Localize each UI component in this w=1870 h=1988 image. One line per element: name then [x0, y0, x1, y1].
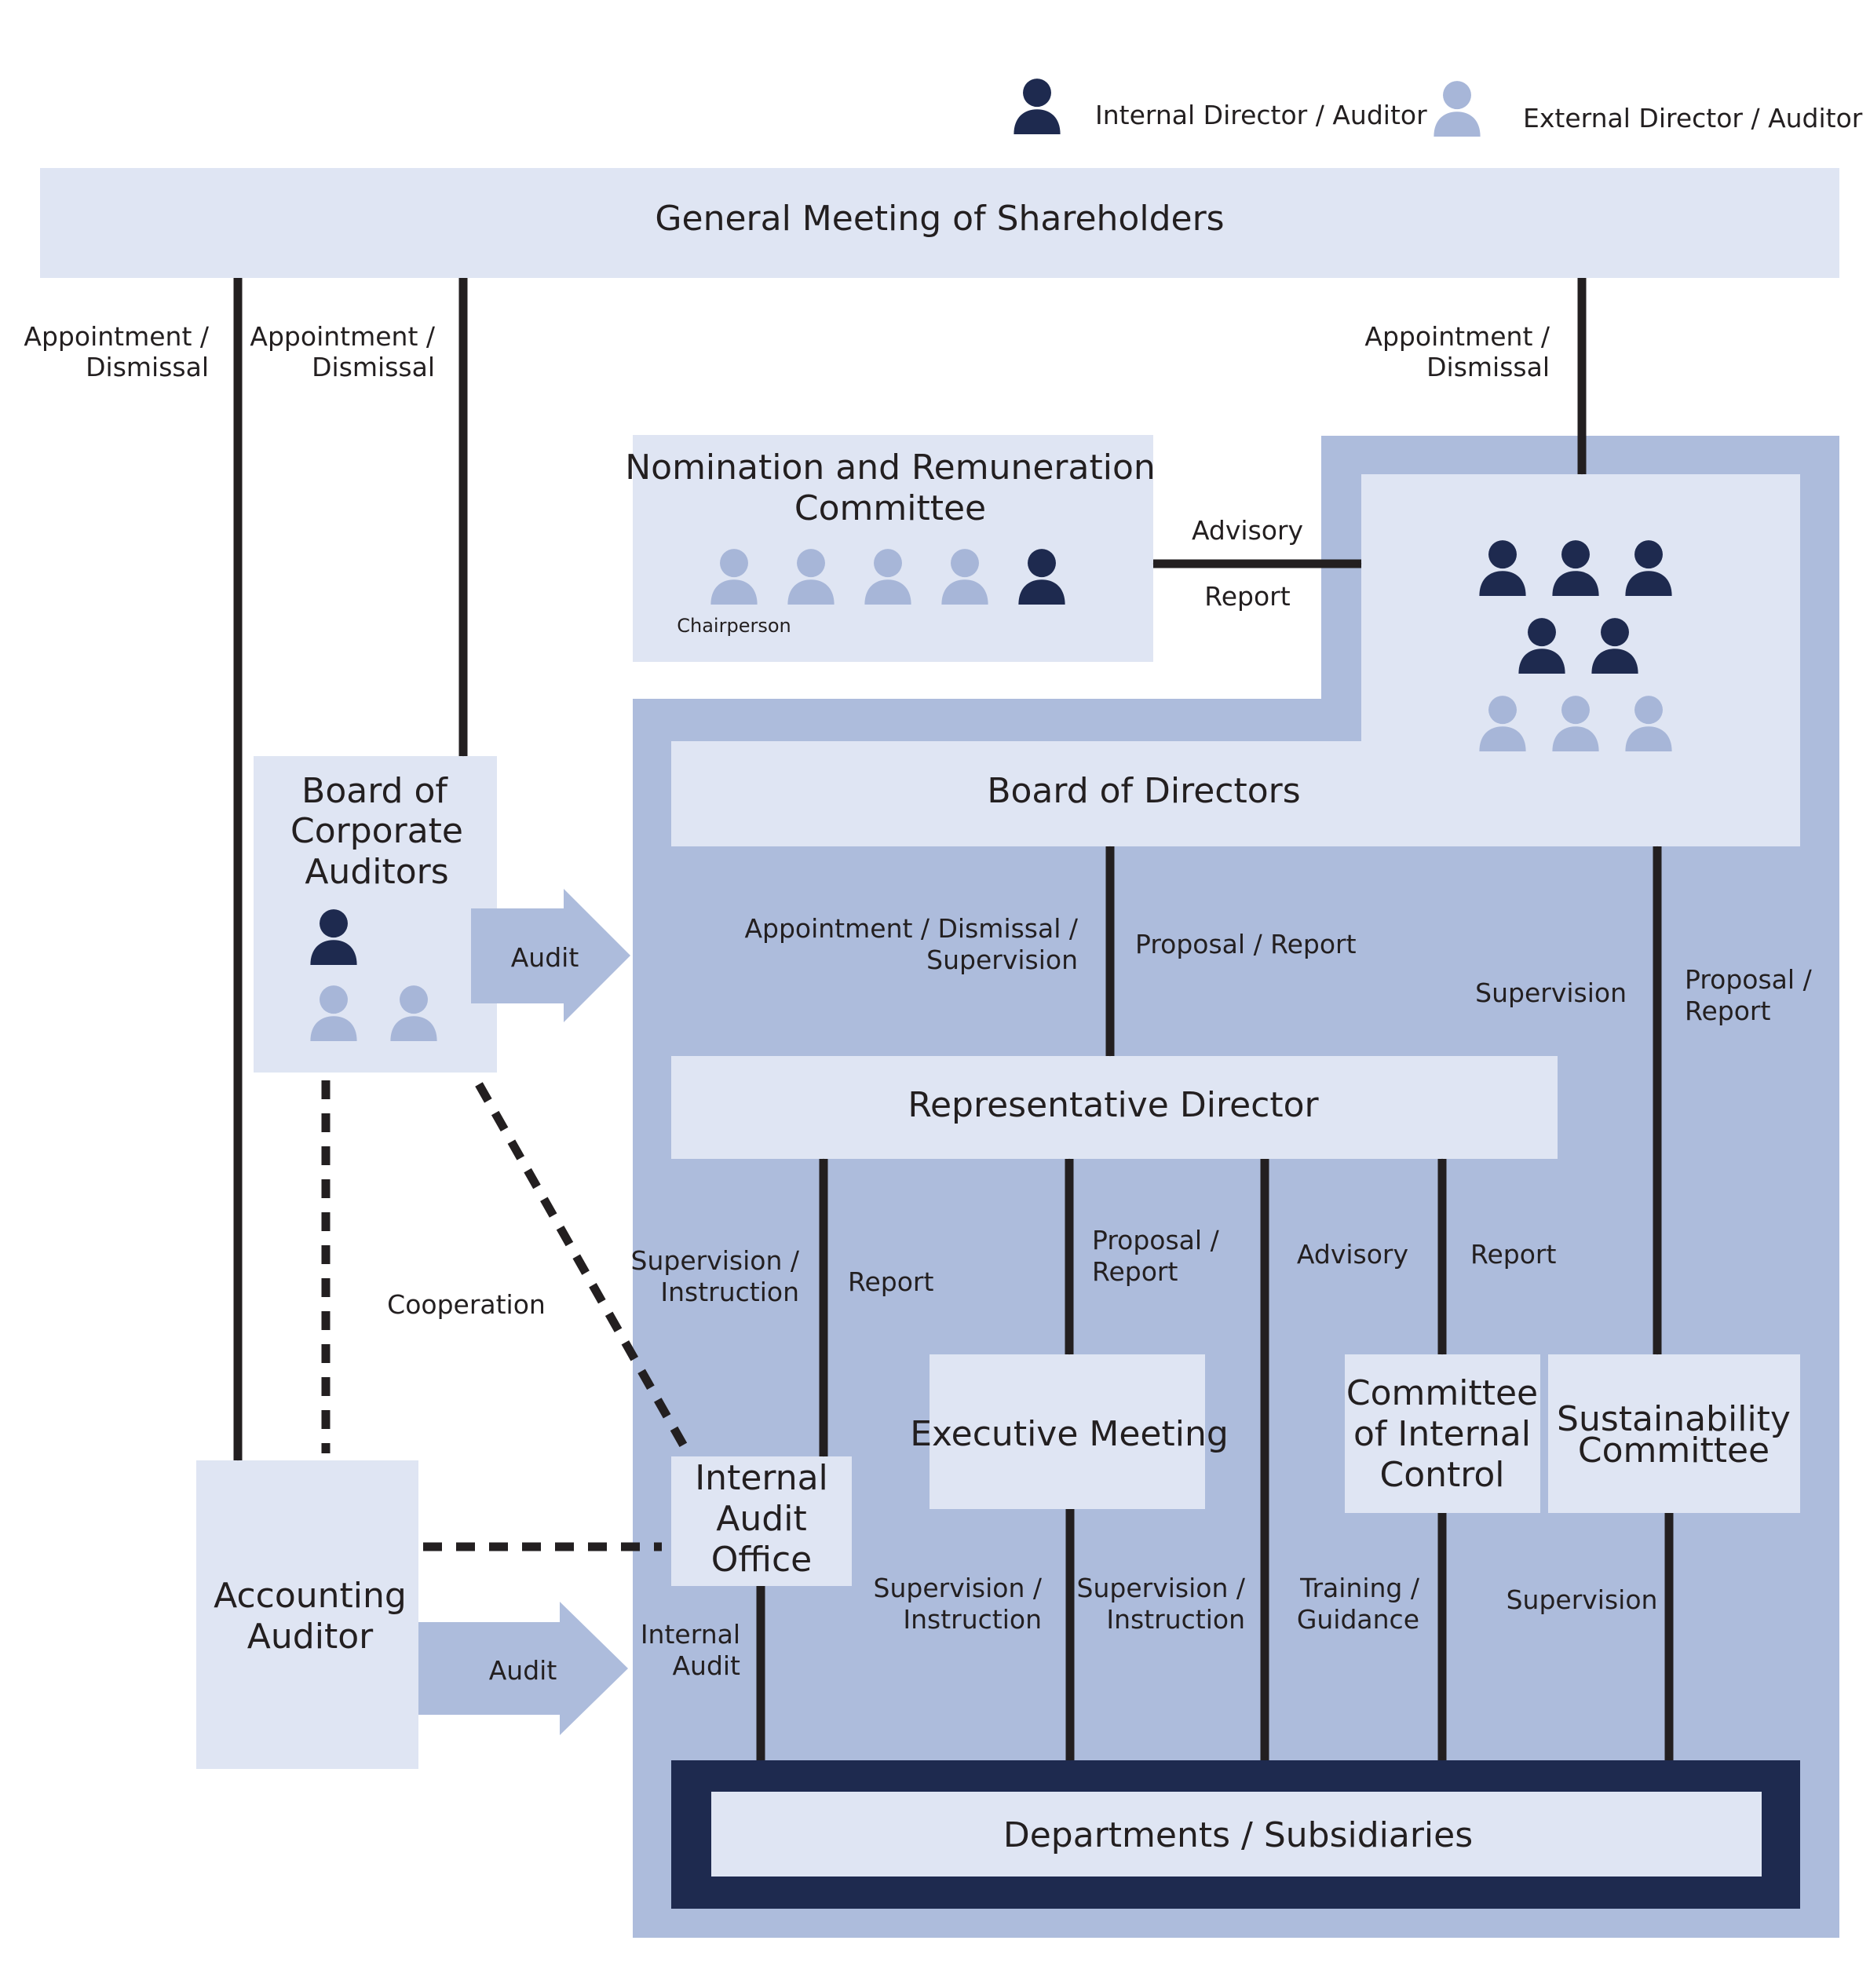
sustainability-line2: Committee: [1578, 1431, 1770, 1471]
label-report-top: Report: [1204, 581, 1290, 612]
cooperation-lines: [321, 1080, 689, 1551]
label-training-l2: Guidance: [1297, 1604, 1419, 1635]
audit-label-top: Audit: [511, 942, 579, 973]
chairperson-label: Chairperson: [677, 615, 791, 637]
internal-audit-office-line1: Internal: [695, 1458, 828, 1498]
shareholders-box: [40, 168, 1839, 278]
label-ic-left: Advisory: [1297, 1239, 1408, 1270]
label-exec-right-l1: Proposal /: [1092, 1225, 1220, 1255]
internal-control-line3: Control: [1379, 1455, 1504, 1495]
label-bod-rd-right: Proposal / Report: [1135, 929, 1357, 959]
executive-meeting-title: Executive Meeting: [910, 1414, 1229, 1454]
representative-director-title: Representative Director: [908, 1085, 1319, 1125]
board-of-auditors-line3: Auditors: [305, 852, 448, 892]
label-sus-down: Supervision: [1507, 1584, 1658, 1615]
label-iao-left-l1: Supervision /: [631, 1245, 800, 1276]
legend-external-label: External Director / Auditor: [1523, 103, 1863, 133]
nomination-title-line1: Nomination and Remuneration: [625, 448, 1156, 488]
board-of-directors-title: Board of Directors: [987, 771, 1300, 811]
legend-internal-label: Internal Director / Auditor: [1095, 100, 1427, 130]
label-internal-audit-l1: Internal: [641, 1619, 740, 1650]
board-of-directors-box: [671, 474, 1800, 846]
label-sus-right-l1: Proposal /: [1685, 964, 1813, 995]
representative-director-box: [671, 1056, 1558, 1159]
label-appt3-l2: Dismissal: [1426, 352, 1550, 382]
board-of-auditors-box: [254, 756, 497, 1073]
internal-audit-office-box: [671, 1456, 852, 1586]
sustainability-box: [1548, 1354, 1800, 1513]
sustainability-line1: Sustainability: [1557, 1399, 1791, 1439]
departments-box: [711, 1792, 1762, 1877]
nomination-committee-box: [633, 435, 1153, 662]
audit-arrow-top: [471, 889, 630, 1022]
internal-audit-office-line3: Office: [711, 1540, 812, 1580]
label-bod-rd-left-l1: Appointment / Dismissal /: [744, 913, 1078, 944]
label-ic-right: Report: [1470, 1239, 1556, 1270]
board-of-auditors-line1: Board of: [301, 771, 448, 811]
label-appt2-l2: Dismissal: [312, 352, 435, 382]
accounting-auditor-box: [196, 1460, 418, 1769]
audit-label-bottom: Audit: [489, 1655, 557, 1686]
label-appt1-l1: Appointment /: [24, 321, 209, 352]
label-bod-rd-left-l2: Supervision: [926, 945, 1078, 975]
label-appt3-l1: Appointment /: [1364, 321, 1550, 352]
label-training-l1: Training /: [1299, 1573, 1420, 1603]
nomination-title-line2: Committee: [794, 488, 986, 528]
label-appt2-l1: Appointment /: [250, 321, 435, 352]
accounting-auditor-line2: Auditor: [247, 1617, 374, 1657]
label-appt1-l2: Dismissal: [86, 352, 209, 382]
internal-control-box: [1345, 1354, 1540, 1513]
label-exec-down-left-l2: Instruction: [903, 1604, 1042, 1635]
external-person-icon: [1434, 81, 1481, 137]
dashed-line-auditors-iao: [475, 1082, 689, 1451]
label-exec-down-left-l1: Supervision /: [874, 1573, 1043, 1603]
label-exec-down-right-l1: Supervision /: [1077, 1573, 1246, 1603]
label-sus-left: Supervision: [1475, 978, 1627, 1008]
internal-control-line2: of Internal: [1353, 1414, 1531, 1454]
internal-person-icon: [1014, 79, 1061, 134]
internal-control-line1: Committee: [1346, 1373, 1538, 1413]
audit-arrow-bottom: [418, 1602, 628, 1735]
label-iao-left-l2: Instruction: [660, 1277, 799, 1307]
board-of-auditors-line2: Corporate: [290, 811, 463, 851]
label-iao-right: Report: [848, 1266, 933, 1297]
arrow-lines: [233, 278, 1674, 1761]
executive-meeting-box: [930, 1354, 1205, 1509]
internal-audit-office-line2: Audit: [716, 1499, 806, 1539]
label-advisory-top: Advisory: [1192, 515, 1303, 546]
departments-title: Departments / Subsidiaries: [1003, 1815, 1473, 1855]
label-exec-right-l2: Report: [1092, 1256, 1178, 1287]
shareholders-title: General Meeting of Shareholders: [655, 199, 1224, 239]
label-exec-down-right-l2: Instruction: [1106, 1604, 1245, 1635]
label-cooperation: Cooperation: [387, 1289, 546, 1320]
label-internal-audit-l2: Audit: [672, 1650, 740, 1681]
label-sus-right-l2: Report: [1685, 996, 1770, 1026]
accounting-auditor-line1: Accounting: [214, 1576, 407, 1616]
